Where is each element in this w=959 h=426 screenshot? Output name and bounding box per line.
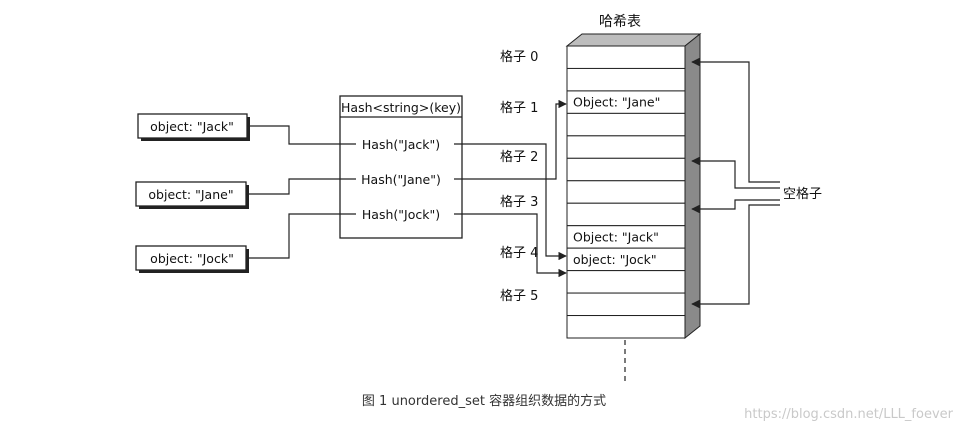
- figure-caption: 图 1 unordered_set 容器组织数据的方式: [362, 393, 606, 409]
- hash-table-title: 哈希表: [599, 14, 641, 30]
- hash-entry-jack: Hash("Jack"): [362, 137, 440, 152]
- object-to-hash-connectors: [246, 125, 356, 259]
- hash-table-cells: Object: "Jane" Object: "Jack" object: "Joc…: [566, 45, 686, 339]
- hash-table-cell-text: object: "Jock": [573, 252, 657, 267]
- empty-slot-label: 空格子: [783, 186, 822, 202]
- hash-table-cell: [566, 202, 686, 227]
- hash-table-cell: [566, 180, 686, 204]
- object-label-jane: object: "Jane": [148, 187, 233, 202]
- hash-table-cell: [566, 45, 686, 69]
- hash-table-cell: [566, 270, 686, 294]
- slot-label-4: 格子 4: [500, 245, 538, 261]
- object-box-jack: object: "Jack": [137, 113, 250, 141]
- hash-to-slot-arrows: [454, 99, 567, 278]
- slot-label-2: 格子 2: [500, 149, 538, 165]
- hash-table-cell-text: Object: "Jack": [573, 229, 659, 244]
- hash-table-slab: Object: "Jane" Object: "Jack" object: "Joc…: [565, 32, 702, 340]
- hash-function-header: Hash<string>(key): [341, 100, 461, 115]
- slot-label-5: 格子 5: [500, 288, 538, 304]
- object-label-jack: object: "Jack": [150, 119, 234, 134]
- hash-function-box: Hash<string>(key) Hash("Jack") Hash("Jan…: [339, 95, 463, 239]
- hash-entry-jane: Hash("Jane"): [361, 172, 441, 187]
- object-label-jock: object: "Jock": [150, 251, 234, 266]
- slot-label-3: 格子 3: [500, 194, 538, 210]
- hash-table-cell: [566, 315, 686, 339]
- object-box-jock: object: "Jock": [135, 245, 249, 273]
- slot-label-0: 格子 0: [500, 49, 538, 65]
- hash-table-cell: [566, 112, 686, 137]
- watermark: https://blog.csdn.net/LLL_foever: [744, 407, 954, 422]
- slot-label-1: 格子 1: [500, 100, 538, 116]
- slot-labels: 格子 0 格子 1 格子 2 格子 3 格子 4 格子 5: [500, 49, 538, 304]
- empty-slot-pointers: [691, 57, 780, 309]
- hash-table-cell: [566, 157, 686, 182]
- hash-entry-jock: Hash("Jock"): [362, 207, 440, 222]
- hash-table-cell: [566, 135, 686, 159]
- hash-table-cell: [566, 292, 686, 317]
- hash-table-cell-text: Object: "Jane": [573, 95, 660, 110]
- hash-table-cell: [566, 67, 686, 92]
- object-box-jane: object: "Jane": [135, 181, 249, 209]
